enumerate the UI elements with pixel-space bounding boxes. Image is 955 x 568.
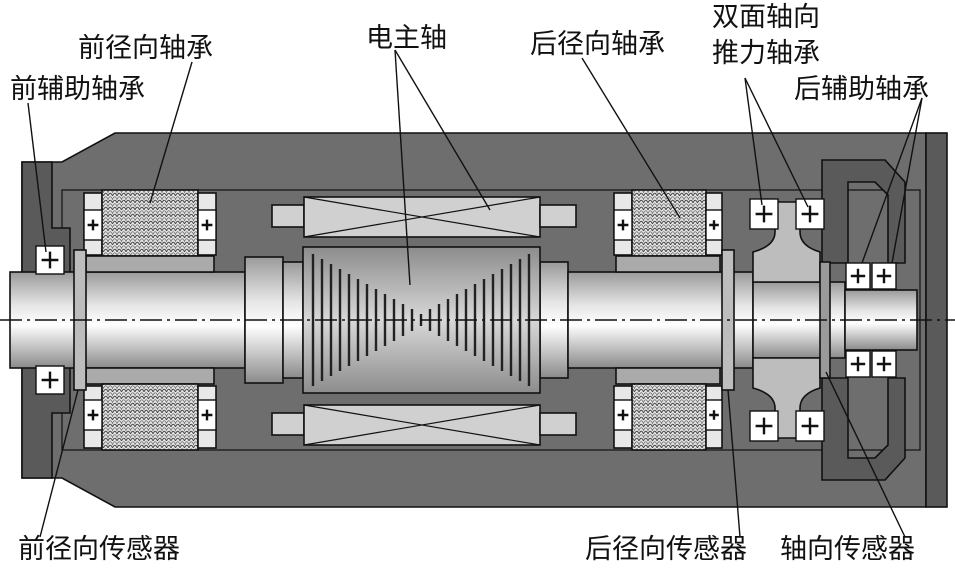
label-front-radial-bearing: 前径向轴承 bbox=[78, 33, 213, 64]
leader-rear-radial-bearing bbox=[581, 57, 681, 219]
leader-lines bbox=[27, 49, 923, 538]
leader-spindle-b bbox=[394, 49, 411, 286]
label-thrust-bearing-line2: 推力轴承 bbox=[712, 38, 820, 69]
plus-icon bbox=[850, 268, 866, 284]
plus-icon bbox=[617, 219, 629, 231]
motor-stator-lower bbox=[271, 404, 577, 446]
leader-thrust-b bbox=[744, 77, 809, 208]
plus-icon bbox=[709, 410, 719, 420]
plus-icon bbox=[41, 251, 59, 269]
label-rear-aux-bearing: 后辅助轴承 bbox=[794, 74, 929, 105]
plus-icon bbox=[801, 417, 819, 435]
label-front-aux-bearing: 前辅助轴承 bbox=[10, 74, 145, 105]
label-rear-radial-sensor: 后径向传感器 bbox=[585, 534, 747, 565]
plus-icon bbox=[87, 409, 99, 421]
plus-icon bbox=[850, 356, 866, 372]
motor-stator-upper bbox=[271, 196, 577, 238]
label-front-radial-sensor: 前径向传感器 bbox=[18, 534, 180, 565]
front-radial-bearing-lower bbox=[83, 367, 217, 451]
leader-front-radial-bearing bbox=[149, 61, 193, 204]
plus-icon bbox=[709, 220, 719, 230]
plus-icon bbox=[617, 409, 629, 421]
leader-front-aux-bearing bbox=[27, 102, 47, 253]
labels: 前径向轴承 前辅助轴承 电主轴 后径向轴承 双面轴向 推力轴承 后辅助轴承 前径… bbox=[10, 2, 929, 565]
label-axial-sensor: 轴向传感器 bbox=[780, 534, 915, 565]
plus-icon bbox=[801, 205, 819, 223]
label-electric-spindle: 电主轴 bbox=[366, 23, 447, 54]
leader-front-radial-sensor bbox=[39, 389, 79, 538]
coil-box bbox=[749, 198, 779, 230]
label-rear-radial-bearing: 后径向轴承 bbox=[530, 29, 665, 60]
coil-symbols bbox=[35, 198, 897, 442]
leader-rear-aux-a bbox=[861, 97, 923, 264]
leader-rear-aux-b bbox=[891, 97, 923, 264]
leader-rear-radial-sensor bbox=[727, 389, 741, 538]
plus-icon bbox=[876, 356, 892, 372]
plus-icon bbox=[876, 268, 892, 284]
label-thrust-bearing-line1: 双面轴向 bbox=[712, 2, 820, 33]
plus-icon bbox=[87, 219, 99, 231]
leader-axial-sensor bbox=[825, 371, 906, 538]
plus-icon bbox=[755, 205, 773, 223]
plus-icon bbox=[201, 409, 213, 421]
plus-icon bbox=[755, 417, 773, 435]
coil-box bbox=[795, 410, 825, 442]
leader-spindle-a bbox=[394, 49, 491, 211]
plus-icon bbox=[201, 219, 213, 231]
leader-thrust-a bbox=[744, 77, 763, 206]
plus-icon bbox=[41, 371, 59, 389]
